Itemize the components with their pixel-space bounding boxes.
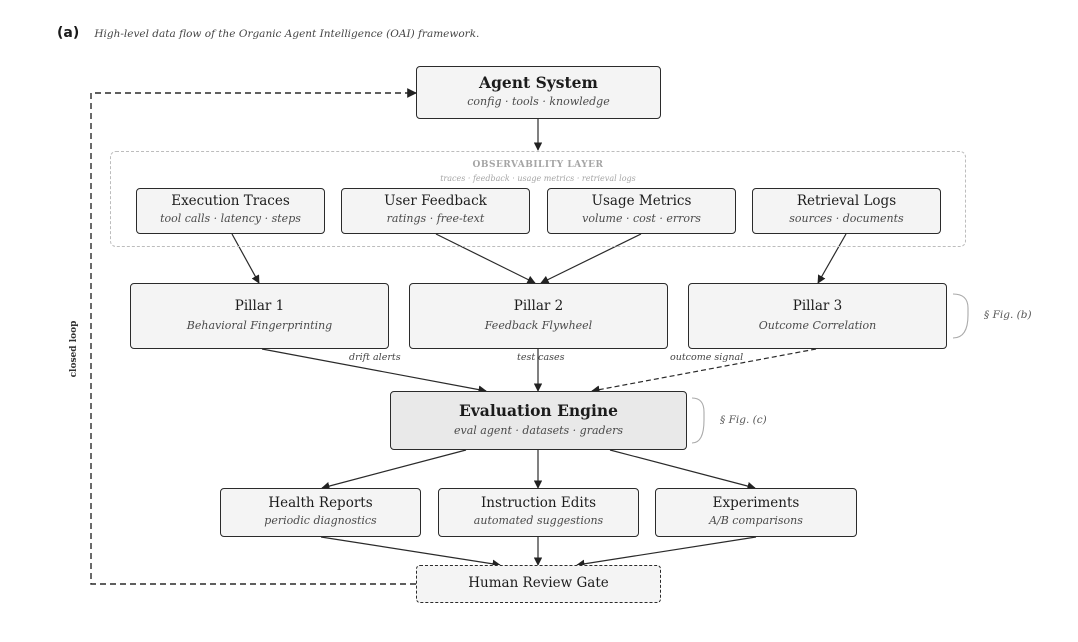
closed-loop-path (90, 88, 417, 585)
source-title: Usage Metrics (591, 193, 692, 209)
arrow-retrieval-to-pillar3 (817, 233, 847, 284)
arrow-pillar1-to-engine (261, 348, 487, 394)
arrow-experiments-to-gate (576, 536, 757, 568)
arrow-pillar3-to-engine (591, 348, 817, 394)
closed-loop-label: closed loop (69, 320, 79, 378)
arrow-health-to-gate (320, 536, 501, 568)
source-user-feedback: User Feedback ratings · free-text (341, 188, 530, 234)
pillar-title: Pillar 3 (792, 298, 843, 314)
figure-caption: (a) High-level data flow of the Organic … (57, 22, 479, 41)
pillar-title: Pillar 1 (234, 298, 285, 314)
arrow-traces-to-pillar1 (231, 233, 260, 284)
pillar-3-node: Pillar 3 Outcome Correlation (688, 283, 947, 349)
source-title: Execution Traces (171, 193, 290, 209)
edge-label-test-cases: test cases (517, 352, 565, 363)
agent-system-subtitle: config · tools · knowledge (467, 95, 610, 108)
source-subtitle: volume · cost · errors (582, 212, 701, 225)
pillar-title: Pillar 2 (513, 298, 564, 314)
output-experiments: Experiments A/B comparisons (655, 488, 857, 537)
source-subtitle: sources · documents (789, 212, 904, 225)
agent-system-title: Agent System (479, 73, 598, 92)
observability-title: OBSERVABILITY LAYER (472, 160, 604, 170)
panel-label: (a) (57, 25, 80, 41)
source-retrieval-logs: Retrieval Logs sources · documents (752, 188, 941, 234)
pillar-subtitle: Feedback Flywheel (484, 319, 593, 332)
pillar-figure-reference: § Fig. (b) (984, 309, 1032, 321)
edge-label-drift-alerts: drift alerts (349, 352, 401, 363)
arrow-feedback-to-pillar2 (435, 233, 536, 284)
engine-ref-brace (691, 397, 705, 444)
pillar-1-node: Pillar 1 Behavioral Fingerprinting (130, 283, 389, 349)
agent-system-node: Agent System config · tools · knowledge (416, 66, 661, 119)
caption-text: High-level data flow of the Organic Agen… (94, 28, 480, 40)
output-subtitle: periodic diagnostics (264, 514, 377, 527)
pillar-ref-brace (952, 293, 969, 339)
review-gate-title: Human Review Gate (468, 575, 609, 591)
output-title: Instruction Edits (480, 495, 597, 511)
engine-figure-reference: § Fig. (c) (720, 414, 767, 426)
output-title: Experiments (712, 495, 800, 511)
pillar-2-node: Pillar 2 Feedback Flywheel (409, 283, 668, 349)
arrow-engine-to-health (321, 449, 467, 491)
output-title: Health Reports (268, 495, 373, 511)
output-health-reports: Health Reports periodic diagnostics (220, 488, 421, 537)
arrow-engine-to-experiments (609, 449, 756, 491)
pillar-subtitle: Behavioral Fingerprinting (186, 319, 333, 332)
source-execution-traces: Execution Traces tool calls · latency · … (136, 188, 325, 234)
engine-subtitle: eval agent · datasets · graders (453, 424, 623, 437)
source-title: User Feedback (384, 193, 487, 209)
pillar-subtitle: Outcome Correlation (758, 319, 877, 332)
output-subtitle: A/B comparisons (709, 514, 803, 527)
edge-label-outcome-signal: outcome signal (670, 352, 744, 363)
source-title: Retrieval Logs (796, 193, 897, 209)
observability-layer: OBSERVABILITY LAYER traces · feedback · … (110, 151, 966, 247)
source-usage-metrics: Usage Metrics volume · cost · errors (547, 188, 736, 234)
arrow-metrics-to-pillar2 (540, 233, 642, 284)
output-subtitle: automated suggestions (473, 514, 604, 527)
observability-subtitle: traces · feedback · usage metrics · retr… (440, 174, 636, 183)
source-subtitle: ratings · free-text (386, 212, 485, 225)
source-subtitle: tool calls · latency · steps (160, 212, 301, 225)
engine-title: Evaluation Engine (458, 401, 619, 420)
output-instruction-edits: Instruction Edits automated suggestions (438, 488, 639, 537)
evaluation-engine-node: Evaluation Engine eval agent · datasets … (390, 391, 687, 450)
human-review-gate-node: Human Review Gate (416, 565, 661, 603)
